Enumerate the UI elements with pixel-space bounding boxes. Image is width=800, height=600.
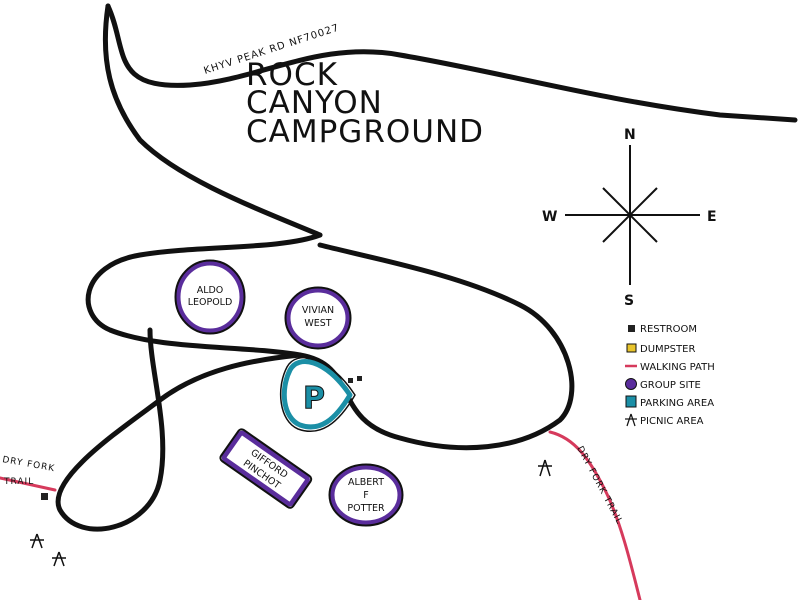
legend-parking-area-symbol <box>625 395 637 408</box>
map-title: ROCK CANYON CAMPGROUND <box>246 57 484 150</box>
title-line-2: CANYON <box>246 85 383 121</box>
albert-f-potter-label-2: F <box>363 490 368 501</box>
campground-entrance-road <box>102 3 323 238</box>
walking-trails <box>0 430 642 600</box>
compass-west: W <box>542 209 557 225</box>
group-site-gifford-pinchot[interactable]: GIFFORD PINCHOT <box>219 428 313 510</box>
group-site-vivian-west[interactable]: VIVIAN WEST <box>284 286 352 350</box>
legend-group-site-label: GROUP SITE <box>640 380 701 391</box>
compass-north: N <box>624 127 636 143</box>
legend-dumpster-label: DUMPSTER <box>640 344 695 355</box>
south-spur-road <box>55 327 303 532</box>
picnic-area-southwest-2 <box>52 551 66 567</box>
group-site-albert-f-potter[interactable]: ALBERT F POTTER <box>328 463 404 527</box>
legend: RESTROOM DUMPSTER WALKING PATH GROUP SIT… <box>625 324 715 427</box>
legend-parking-area-label: PARKING AREA <box>640 398 714 409</box>
legend-walking-path-label: WALKING PATH <box>640 362 715 373</box>
legend-picnic-area-symbol <box>625 413 637 427</box>
legend-restroom-symbol <box>628 325 635 332</box>
compass-rose: N S E W <box>542 127 717 309</box>
albert-f-potter-label-3: POTTER <box>347 503 385 514</box>
trail-east <box>548 430 642 600</box>
khyv-peak-road <box>105 3 798 123</box>
picnic-area-east <box>538 459 552 477</box>
legend-dumpster-symbol <box>626 343 637 353</box>
vivian-west-label-2: WEST <box>304 318 331 329</box>
legend-restroom-label: RESTROOM <box>640 324 697 335</box>
compass-east: E <box>707 209 717 225</box>
restroom-parking <box>348 376 362 383</box>
aldo-leopold-label-2: LEOPOLD <box>188 297 233 308</box>
legend-picnic-area-label: PICNIC AREA <box>640 416 704 427</box>
legend-group-site-symbol <box>625 378 637 390</box>
trail-label-east: DRY FORK TRAIL <box>574 445 624 527</box>
trail-west-label-2: TRAIL <box>3 477 34 487</box>
albert-f-potter-label-1: ALBERT <box>348 477 384 488</box>
restroom-west <box>41 493 48 500</box>
title-line-1: ROCK <box>246 57 338 93</box>
roads <box>55 3 798 532</box>
trail-west-label-1: DRY FORK <box>1 455 55 474</box>
aldo-leopold-label-1: ALDO <box>197 285 224 296</box>
parking-p-label: P <box>303 381 325 416</box>
compass-south: S <box>624 293 634 309</box>
title-line-3: CAMPGROUND <box>246 114 484 150</box>
trail-west <box>0 476 57 492</box>
trail-label-west: DRY FORK TRAIL <box>1 455 55 487</box>
picnic-area-southwest-1 <box>30 533 44 549</box>
vivian-west-label-1: VIVIAN <box>302 305 334 316</box>
group-site-aldo-leopold[interactable]: ALDO LEOPOLD <box>174 259 246 335</box>
parking-area[interactable]: P <box>279 356 356 433</box>
